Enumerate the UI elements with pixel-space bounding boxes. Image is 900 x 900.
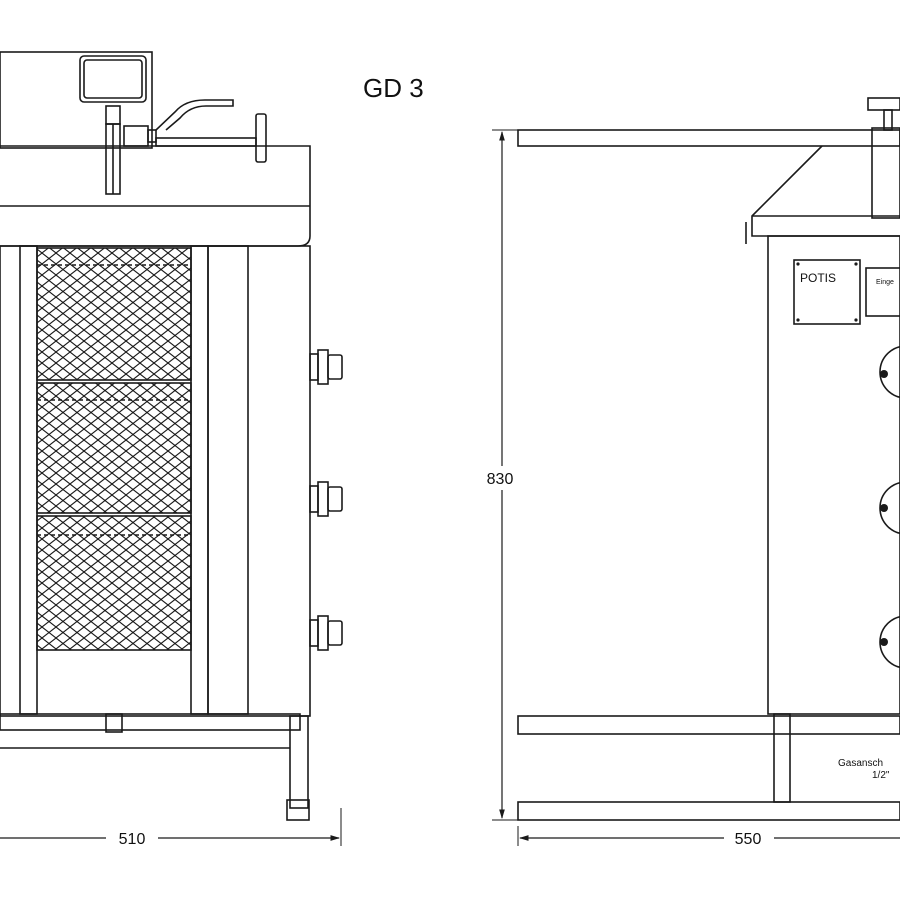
front-view [0,51,343,846]
gas-connection-size: 1/2" [872,770,890,781]
side-view [492,97,900,846]
front-drip-tray [0,713,301,731]
front-canopy [0,145,311,247]
info-plate-text: Einge [876,279,894,286]
front-body [0,245,311,717]
side-knob-screws [880,370,888,646]
drawing-title: GD 3 [363,73,424,103]
burner-panel-2 [36,382,192,514]
burner-panel-1 [36,247,192,381]
side-knob-top [879,345,900,399]
drive-coupling [123,125,149,147]
front-leg-right [289,715,309,809]
front-width-label: 510 [119,831,146,848]
front-knob-bottom [309,615,343,651]
front-foot-center [105,713,123,733]
burner-panel-3 [36,515,192,651]
side-top-plate [517,129,900,147]
gas-pipe-end [255,113,267,163]
drive-mount [105,105,121,125]
side-hood [751,145,900,237]
brand-plate-text: POTIS [800,271,836,285]
brand-plate [793,259,861,325]
right-rail [207,245,249,715]
gas-pipe [155,137,257,147]
side-width-label: 550 [735,831,762,848]
control-box [0,51,153,149]
side-top-handle [867,97,900,111]
side-lower-rail [517,715,900,735]
front-knob-top [309,349,343,385]
gas-tap-lever [155,99,234,131]
side-leg [773,713,791,803]
height-label: 830 [487,471,514,488]
left-pillar [19,245,38,715]
brand-plate-screws [796,262,858,322]
side-base-rail [517,801,900,821]
front-knob-middle [309,481,343,517]
front-foot-right [286,799,310,821]
gas-connection-label: Gasansch [838,758,883,769]
control-display [79,55,147,103]
control-display-inner [83,59,143,99]
right-pillar [190,245,209,715]
info-plate [865,267,900,317]
side-body [767,235,900,715]
